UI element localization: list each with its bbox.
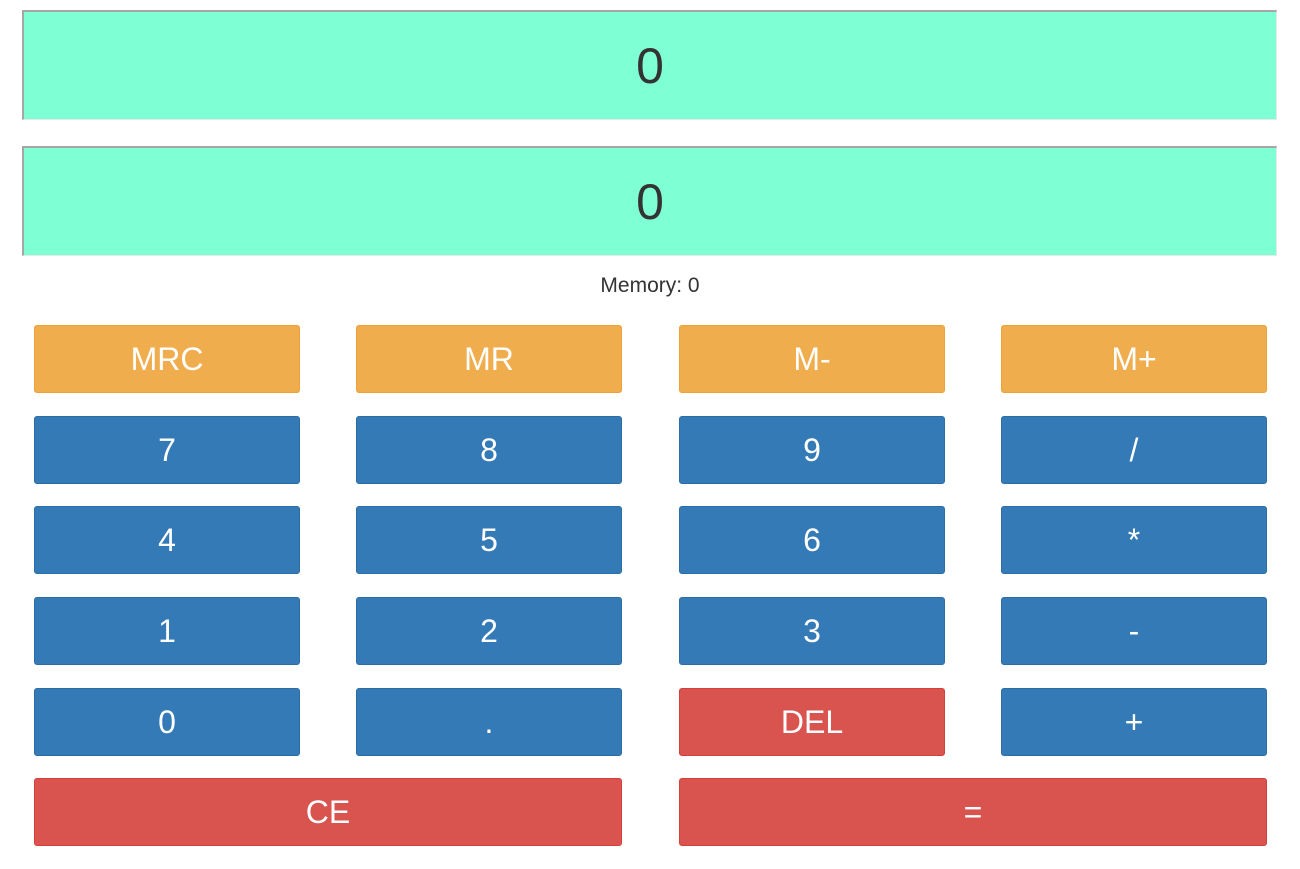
decimal-button[interactable]: .	[356, 688, 622, 756]
digit-3-button[interactable]: 3	[679, 597, 945, 665]
digit-0-button[interactable]: 0	[34, 688, 300, 756]
equals-button[interactable]: =	[679, 778, 1267, 846]
add-button[interactable]: +	[1001, 688, 1267, 756]
mr-button[interactable]: MR	[356, 325, 622, 393]
digit-1-button[interactable]: 1	[34, 597, 300, 665]
memory-label: Memory: 0	[600, 274, 700, 297]
digit-5-button[interactable]: 5	[356, 506, 622, 574]
digit-8-button[interactable]: 8	[356, 416, 622, 484]
digit-6-button[interactable]: 6	[679, 506, 945, 574]
result-display-value: 0	[636, 173, 664, 230]
digit-7-button[interactable]: 7	[34, 416, 300, 484]
m-plus-button[interactable]: M+	[1001, 325, 1267, 393]
digit-4-button[interactable]: 4	[34, 506, 300, 574]
digit-9-button[interactable]: 9	[679, 416, 945, 484]
digit-2-button[interactable]: 2	[356, 597, 622, 665]
clear-button[interactable]: CE	[34, 778, 622, 846]
subtract-button[interactable]: -	[1001, 597, 1267, 665]
m-minus-button[interactable]: M-	[679, 325, 945, 393]
delete-button[interactable]: DEL	[679, 688, 945, 756]
multiply-button[interactable]: *	[1001, 506, 1267, 574]
mrc-button[interactable]: MRC	[34, 325, 300, 393]
result-display: 0	[22, 146, 1277, 256]
expression-display-value: 0	[636, 37, 664, 94]
divide-button[interactable]: /	[1001, 416, 1267, 484]
expression-display: 0	[22, 10, 1277, 120]
